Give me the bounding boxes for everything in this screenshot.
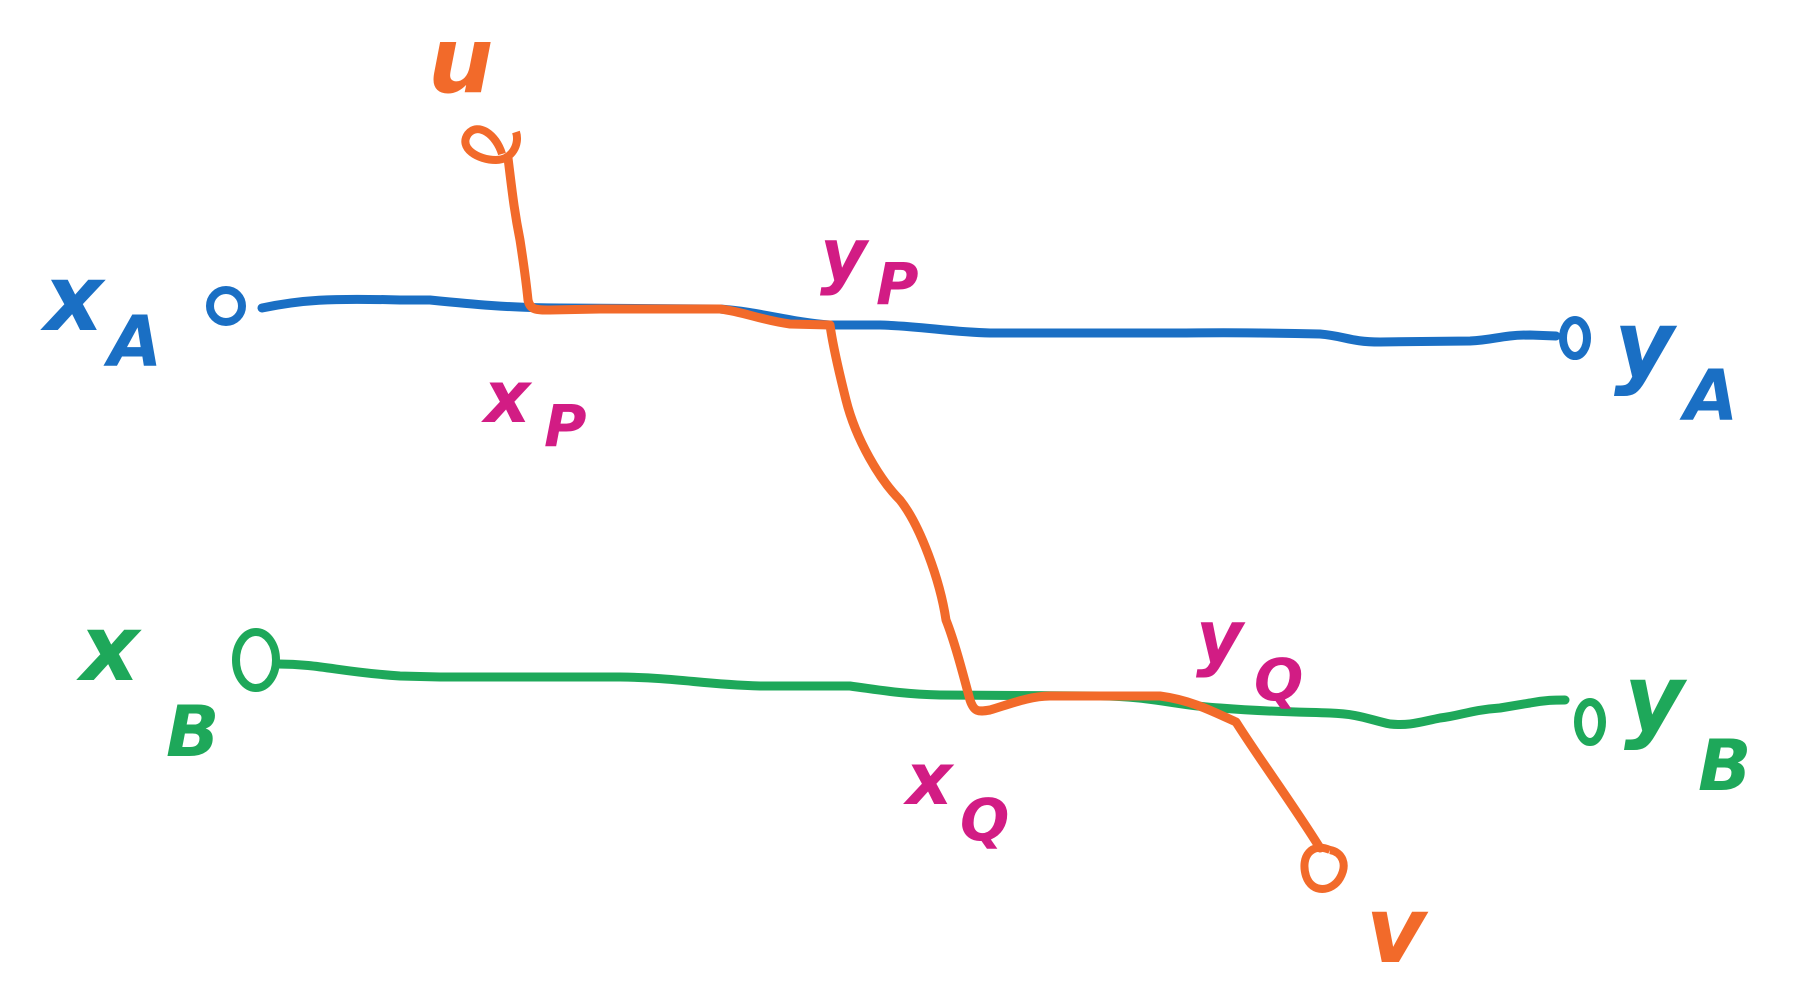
label-x-q-letter: x — [903, 737, 955, 821]
path-a — [206, 286, 1591, 360]
label-y-b-letter: y — [1624, 645, 1688, 752]
path-uv-end-endpoint — [1300, 843, 1348, 893]
label-x-p-subscript: P — [544, 392, 587, 460]
label-y-q-subscript: Q — [1254, 646, 1303, 714]
path-b — [232, 628, 1606, 746]
label-v: v — [1366, 877, 1429, 984]
path-a-end-endpoint — [1559, 316, 1591, 360]
label-y-b-subscript: B — [1698, 725, 1751, 807]
label-y-p-letter: y — [820, 213, 870, 297]
label-y-b: y B — [1624, 645, 1751, 807]
label-y-a-subscript: A — [1679, 355, 1738, 437]
label-x-b-letter: x — [76, 595, 142, 702]
path-b-start-endpoint — [232, 628, 280, 692]
label-y-q-letter: y — [1196, 595, 1246, 679]
path-b-line — [273, 659, 1570, 729]
label-y-a: y A — [1614, 291, 1738, 437]
label-x-a-subscript: A — [103, 301, 162, 383]
path-uv — [461, 125, 1348, 893]
label-x-b: x B — [76, 595, 219, 773]
label-x-a: x A — [40, 245, 162, 383]
label-x-q: x Q — [903, 737, 1009, 854]
label-y-p: y P — [820, 213, 919, 318]
label-y-p-subscript: P — [876, 250, 919, 318]
path-uv-line — [503, 153, 1325, 853]
path-b-end-endpoint — [1574, 698, 1606, 746]
label-x-p: x P — [481, 355, 587, 460]
label-x-p-letter: x — [481, 355, 533, 439]
label-y-q: y Q — [1196, 595, 1303, 714]
label-u: u — [428, 7, 494, 114]
label-y-a-letter: y — [1614, 291, 1678, 398]
label-x-q-subscript: Q — [960, 786, 1009, 854]
path-uv-start-endpoint — [461, 125, 521, 165]
path-a-line — [257, 294, 1561, 347]
label-x-b-subscript: B — [166, 691, 219, 773]
path-a-start-endpoint — [206, 286, 246, 326]
label-x-a-letter: x — [40, 245, 106, 352]
